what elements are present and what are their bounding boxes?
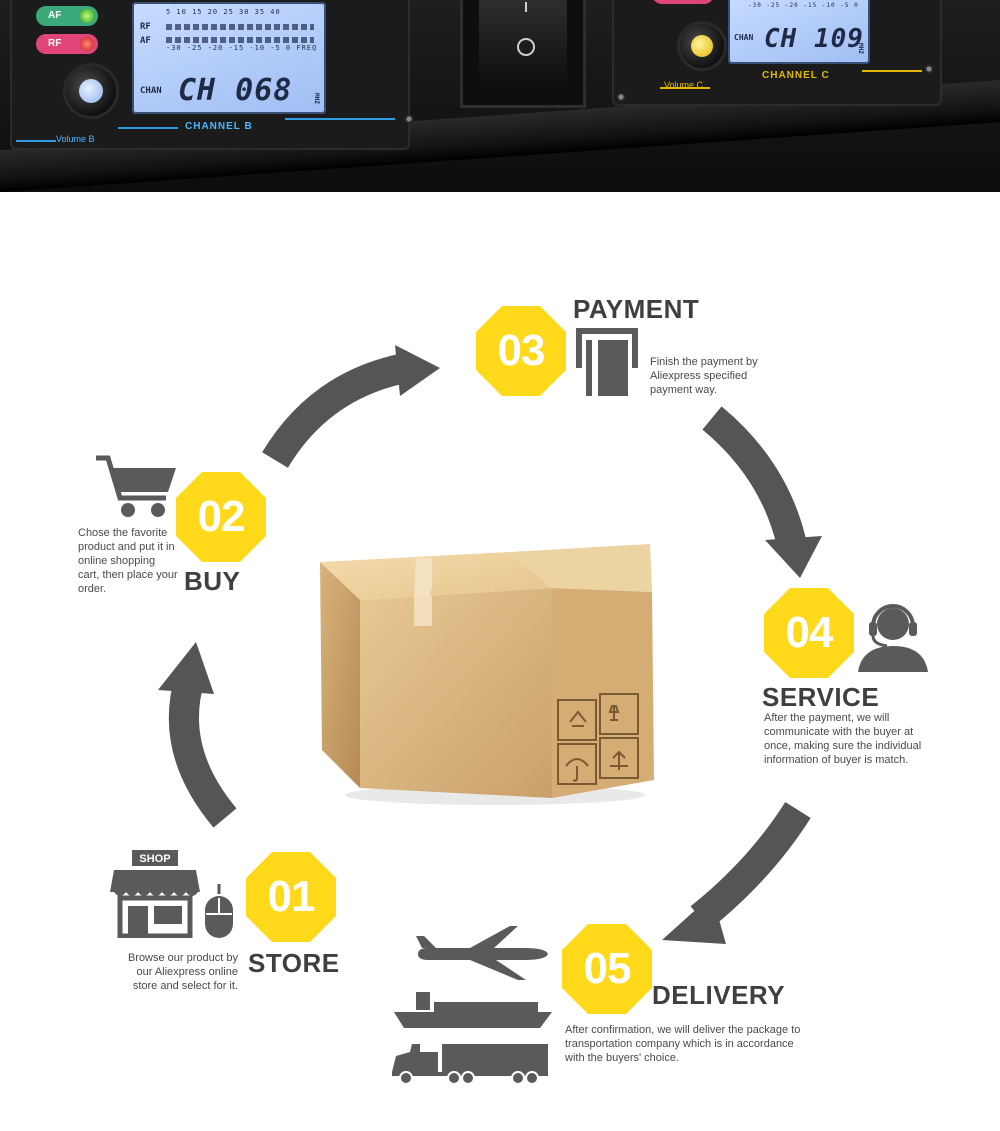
shop-icon: SHOP: [110, 848, 200, 939]
mouse-icon: [202, 884, 236, 940]
headset-agent-icon: [858, 600, 928, 672]
screw-icon: [404, 114, 414, 124]
channel-b-label: CHANNEL B: [185, 121, 253, 132]
step-05-title: DELIVERY: [652, 980, 786, 1010]
step-03-badge: 03: [476, 306, 566, 396]
step-04-title: SERVICE: [762, 682, 880, 712]
af-label: AF: [48, 10, 62, 21]
rf-label: RF: [48, 38, 62, 49]
channel-c-number: CH 109: [764, 24, 864, 54]
af-led-icon: [80, 9, 94, 23]
volume-b-knob[interactable]: [66, 66, 116, 116]
af-indicator: AF: [36, 6, 98, 26]
step-05-description: After confirmation, we will deliver the …: [565, 1024, 801, 1064]
card-slot-icon: [574, 326, 640, 396]
power-on-mark: [525, 2, 527, 12]
power-switch[interactable]: [460, 0, 586, 108]
rf-led-icon: [80, 37, 94, 51]
airplane-icon: [414, 926, 550, 982]
step-04-description: After the payment, we will communicate w…: [764, 712, 922, 766]
step-03-description: Finish the payment by Aliexpress specifi…: [650, 356, 758, 396]
step-02-title: BUY: [184, 566, 241, 596]
screw-icon: [616, 92, 626, 102]
step-02-badge: 02: [176, 472, 266, 562]
channel-c-label: CHANNEL C: [762, 70, 830, 81]
screw-icon: [924, 64, 934, 74]
step-01-title: STORE: [248, 948, 340, 978]
step-01-description: Browse our product by our Aliexpress onl…: [127, 952, 238, 992]
volume-c-knob[interactable]: [680, 24, 724, 68]
receiver-device-photo: AF RF 5 10 15 20 25 30 35 40 RF AF -30 -…: [0, 0, 1000, 192]
channel-c-lcd: -30 -25 -20 -15 -10 -5 0 CHAN CH 109 MHZ: [728, 0, 870, 64]
ship-icon: [394, 990, 552, 1028]
cart-icon: [94, 454, 178, 520]
volume-c-label: Volume C: [664, 80, 704, 90]
cardboard-box-icon: [320, 530, 660, 810]
channel-b-number: CH 068: [178, 73, 293, 108]
rf-indicator-c: RF: [652, 0, 714, 4]
rf-led-icon: [696, 0, 710, 1]
truck-icon: [390, 1042, 550, 1085]
step-03-title: PAYMENT: [573, 294, 700, 324]
channel-b-lcd: 5 10 15 20 25 30 35 40 RF AF -30 -25 -20…: [132, 2, 326, 114]
step-05-badge: 05: [562, 924, 652, 1014]
channel-b-panel: AF RF 5 10 15 20 25 30 35 40 RF AF -30 -…: [10, 0, 414, 150]
shop-sign-text: SHOP: [139, 853, 170, 865]
power-off-mark: [517, 38, 535, 56]
rf-indicator: RF: [36, 34, 98, 54]
step-01-badge: 01: [246, 852, 336, 942]
volume-b-label: Volume B: [56, 134, 95, 144]
step-04-badge: 04: [764, 588, 854, 678]
channel-c-panel: RF -30 -25 -20 -15 -10 -5 0 CHAN CH 109 …: [612, 0, 942, 106]
step-02-description: Chose the favorite product and put it in…: [78, 527, 178, 595]
